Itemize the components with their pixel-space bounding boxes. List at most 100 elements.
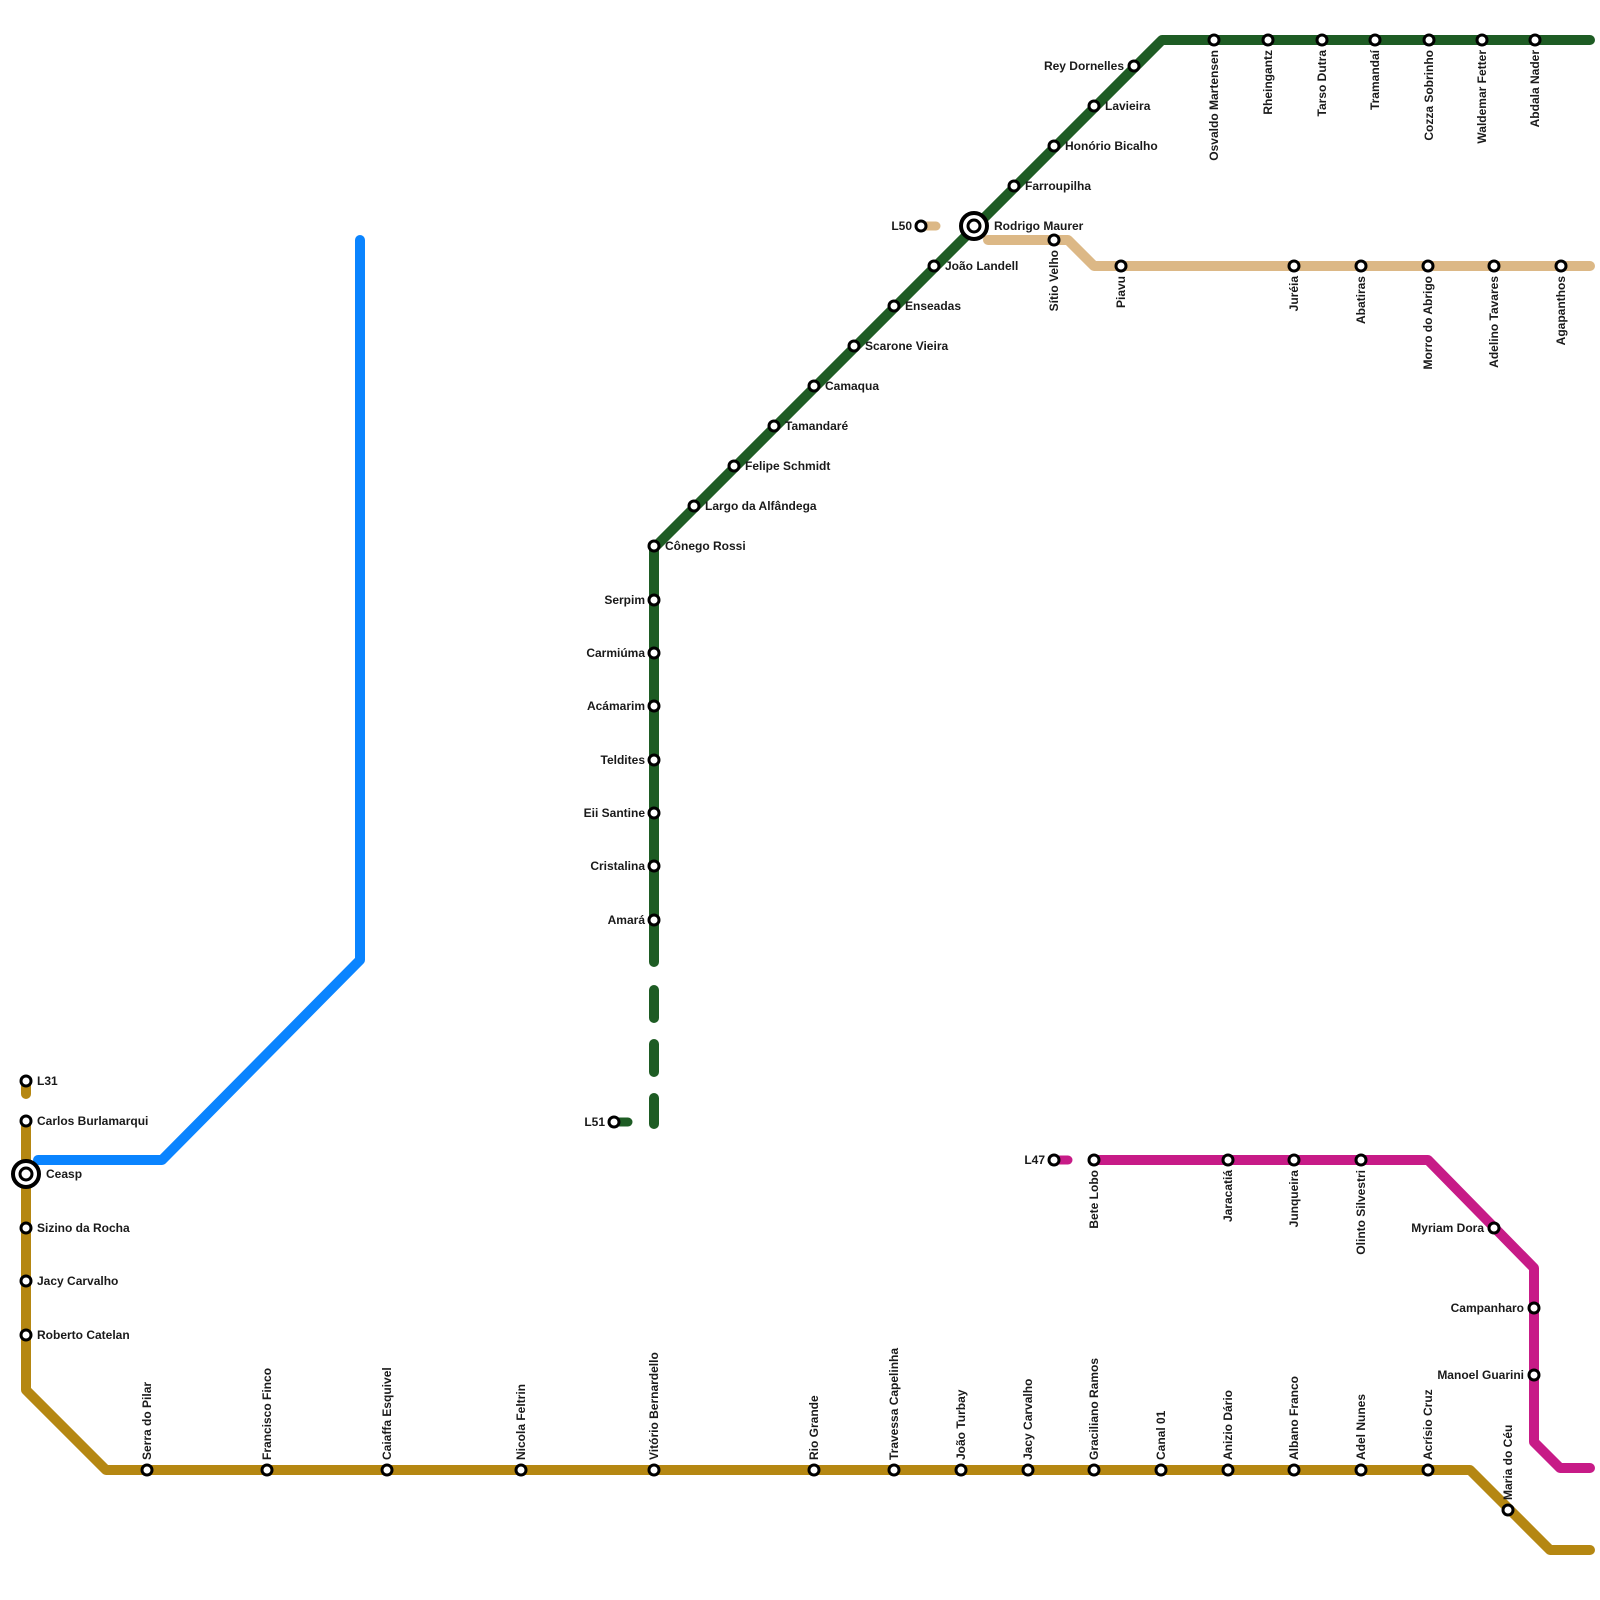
label-eii-santine: Eii Santine	[584, 806, 646, 820]
label-albano-franco: Albano Franco	[1287, 1376, 1301, 1460]
station-waldemar-fetter[interactable]	[1475, 33, 1489, 47]
label-cristalina: Cristalina	[590, 859, 645, 873]
station-piavu[interactable]	[1114, 259, 1128, 273]
station-maria-ceu[interactable]	[1501, 1503, 1515, 1517]
station-teldites[interactable]	[647, 753, 661, 767]
station-rheingantz[interactable]	[1261, 33, 1275, 47]
station-osvaldo-martensen[interactable]	[1207, 33, 1221, 47]
interchange-ceasp[interactable]	[11, 1159, 41, 1189]
label-farroupilha: Farroupilha	[1025, 179, 1091, 193]
station-felipe-schmidt[interactable]	[727, 459, 741, 473]
station-eii-santine[interactable]	[647, 806, 661, 820]
station-campanharo[interactable]	[1527, 1301, 1541, 1315]
label-l31: L31	[37, 1074, 58, 1088]
station-jacy-carvalho-w[interactable]	[19, 1274, 33, 1288]
station-jaracatia[interactable]	[1221, 1153, 1235, 1167]
station-rio-grande[interactable]	[807, 1463, 821, 1477]
label-anizio-dario: Anizio Dário	[1221, 1390, 1235, 1460]
station-enseadas[interactable]	[887, 299, 901, 313]
label-tamandare: Tamandaré	[785, 419, 848, 433]
station-rey-dornelles[interactable]	[1127, 59, 1141, 73]
station-l51[interactable]	[607, 1115, 621, 1129]
station-roberto-catelan[interactable]	[19, 1328, 33, 1342]
station-caiaffa-esquivel[interactable]	[380, 1463, 394, 1477]
label-waldemar-fetter: Waldemar Fetter	[1475, 50, 1489, 144]
station-lavieira[interactable]	[1087, 99, 1101, 113]
station-jacy-carvalho-s[interactable]	[1021, 1463, 1035, 1477]
station-sitio-velho[interactable]	[1047, 233, 1061, 247]
station-camaqua[interactable]	[807, 379, 821, 393]
station-bete-lobo[interactable]	[1087, 1153, 1101, 1167]
interchange-core	[966, 218, 982, 234]
station-morro-abrigo[interactable]	[1421, 259, 1435, 273]
label-tramandai: Tramandaí	[1368, 49, 1382, 110]
station-jureia[interactable]	[1287, 259, 1301, 273]
station-adel-nunes[interactable]	[1354, 1463, 1368, 1477]
station-abatiras[interactable]	[1354, 259, 1368, 273]
station-abdala-nader[interactable]	[1528, 33, 1542, 47]
station-graciliano-ramos[interactable]	[1087, 1463, 1101, 1477]
label-manoel-guarini: Manoel Guarini	[1437, 1368, 1524, 1382]
label-junqueira: Junqueira	[1287, 1170, 1301, 1228]
station-conego-rossi[interactable]	[647, 539, 661, 553]
station-carmiuma[interactable]	[647, 646, 661, 660]
station-myriam-dora[interactable]	[1487, 1221, 1501, 1235]
label-acamarim: Acámarim	[587, 699, 645, 713]
station-carlos-burlamarqui[interactable]	[19, 1114, 33, 1128]
station-l50[interactable]	[914, 219, 928, 233]
station-acamarim[interactable]	[647, 699, 661, 713]
label-graciliano-ramos: Graciliano Ramos	[1087, 1358, 1101, 1460]
label-campanharo: Campanharo	[1451, 1301, 1524, 1315]
station-honorio-bicalho[interactable]	[1047, 139, 1061, 153]
station-farroupilha[interactable]	[1007, 179, 1021, 193]
station-vitorio-bernardello[interactable]	[647, 1463, 661, 1477]
station-olinto-silvestri[interactable]	[1354, 1153, 1368, 1167]
station-tramandai[interactable]	[1368, 33, 1382, 47]
station-albano-franco[interactable]	[1287, 1463, 1301, 1477]
station-amara[interactable]	[647, 913, 661, 927]
label-osvaldo-martensen: Osvaldo Martensen	[1207, 50, 1221, 161]
route-magenta	[1089, 1155, 1595, 1473]
label-jacy-carvalho-w: Jacy Carvalho	[37, 1274, 118, 1288]
station-l31[interactable]	[19, 1074, 33, 1088]
label-l51: L51	[584, 1115, 605, 1129]
station-cristalina[interactable]	[647, 859, 661, 873]
label-adelino-tavares: Adelino Tavares	[1487, 276, 1501, 368]
station-travessa-capelinha[interactable]	[887, 1463, 901, 1477]
station-serpim[interactable]	[647, 593, 661, 607]
station-agapanthos[interactable]	[1554, 259, 1568, 273]
station-l47[interactable]	[1047, 1153, 1061, 1167]
station-scarone-vieira[interactable]	[847, 339, 861, 353]
station-nicola-feltrin[interactable]	[514, 1463, 528, 1477]
station-junqueira[interactable]	[1287, 1153, 1301, 1167]
label-camaqua: Camaqua	[825, 379, 879, 393]
label-rio-grande: Rio Grande	[807, 1395, 821, 1460]
station-tarso-dutra[interactable]	[1315, 33, 1329, 47]
station-joao-landell[interactable]	[927, 259, 941, 273]
label-carlos-burlamarqui: Carlos Burlamarqui	[37, 1114, 148, 1128]
station-acrisio-cruz[interactable]	[1421, 1463, 1435, 1477]
label-honorio-bicalho: Honório Bicalho	[1065, 139, 1158, 153]
station-anizio-dario[interactable]	[1221, 1463, 1235, 1477]
station-canal-01[interactable]	[1154, 1463, 1168, 1477]
label-vitorio-bernardello: Vitório Bernardello	[647, 1352, 661, 1460]
station-manoel-guarini[interactable]	[1527, 1368, 1541, 1382]
station-adelino-tavares[interactable]	[1487, 259, 1501, 273]
label-morro-abrigo: Morro do Abrigo	[1421, 276, 1435, 370]
station-sizino-rocha[interactable]	[19, 1221, 33, 1235]
label-agapanthos: Agapanthos	[1554, 276, 1568, 346]
station-largo-alfandega[interactable]	[687, 499, 701, 513]
station-cozza-sobrinho[interactable]	[1422, 33, 1436, 47]
label-teldites: Teldites	[601, 753, 646, 767]
label-largo-alfandega: Largo da Alfândega	[705, 499, 817, 513]
station-serra-pilar[interactable]	[140, 1463, 154, 1477]
station-joao-turbay[interactable]	[954, 1463, 968, 1477]
station-francisco-finco[interactable]	[260, 1463, 274, 1477]
route-blue	[33, 235, 365, 1165]
label-caiaffa-esquivel: Caiaffa Esquivel	[380, 1367, 394, 1460]
route-gold-tail	[1505, 1505, 1595, 1555]
interchange-rodrigo-maurer[interactable]	[959, 211, 989, 241]
label-nicola-feltrin: Nicola Feltrin	[514, 1384, 528, 1460]
label-jaracatia: Jaracatiá	[1221, 1170, 1235, 1222]
station-tamandare[interactable]	[767, 419, 781, 433]
